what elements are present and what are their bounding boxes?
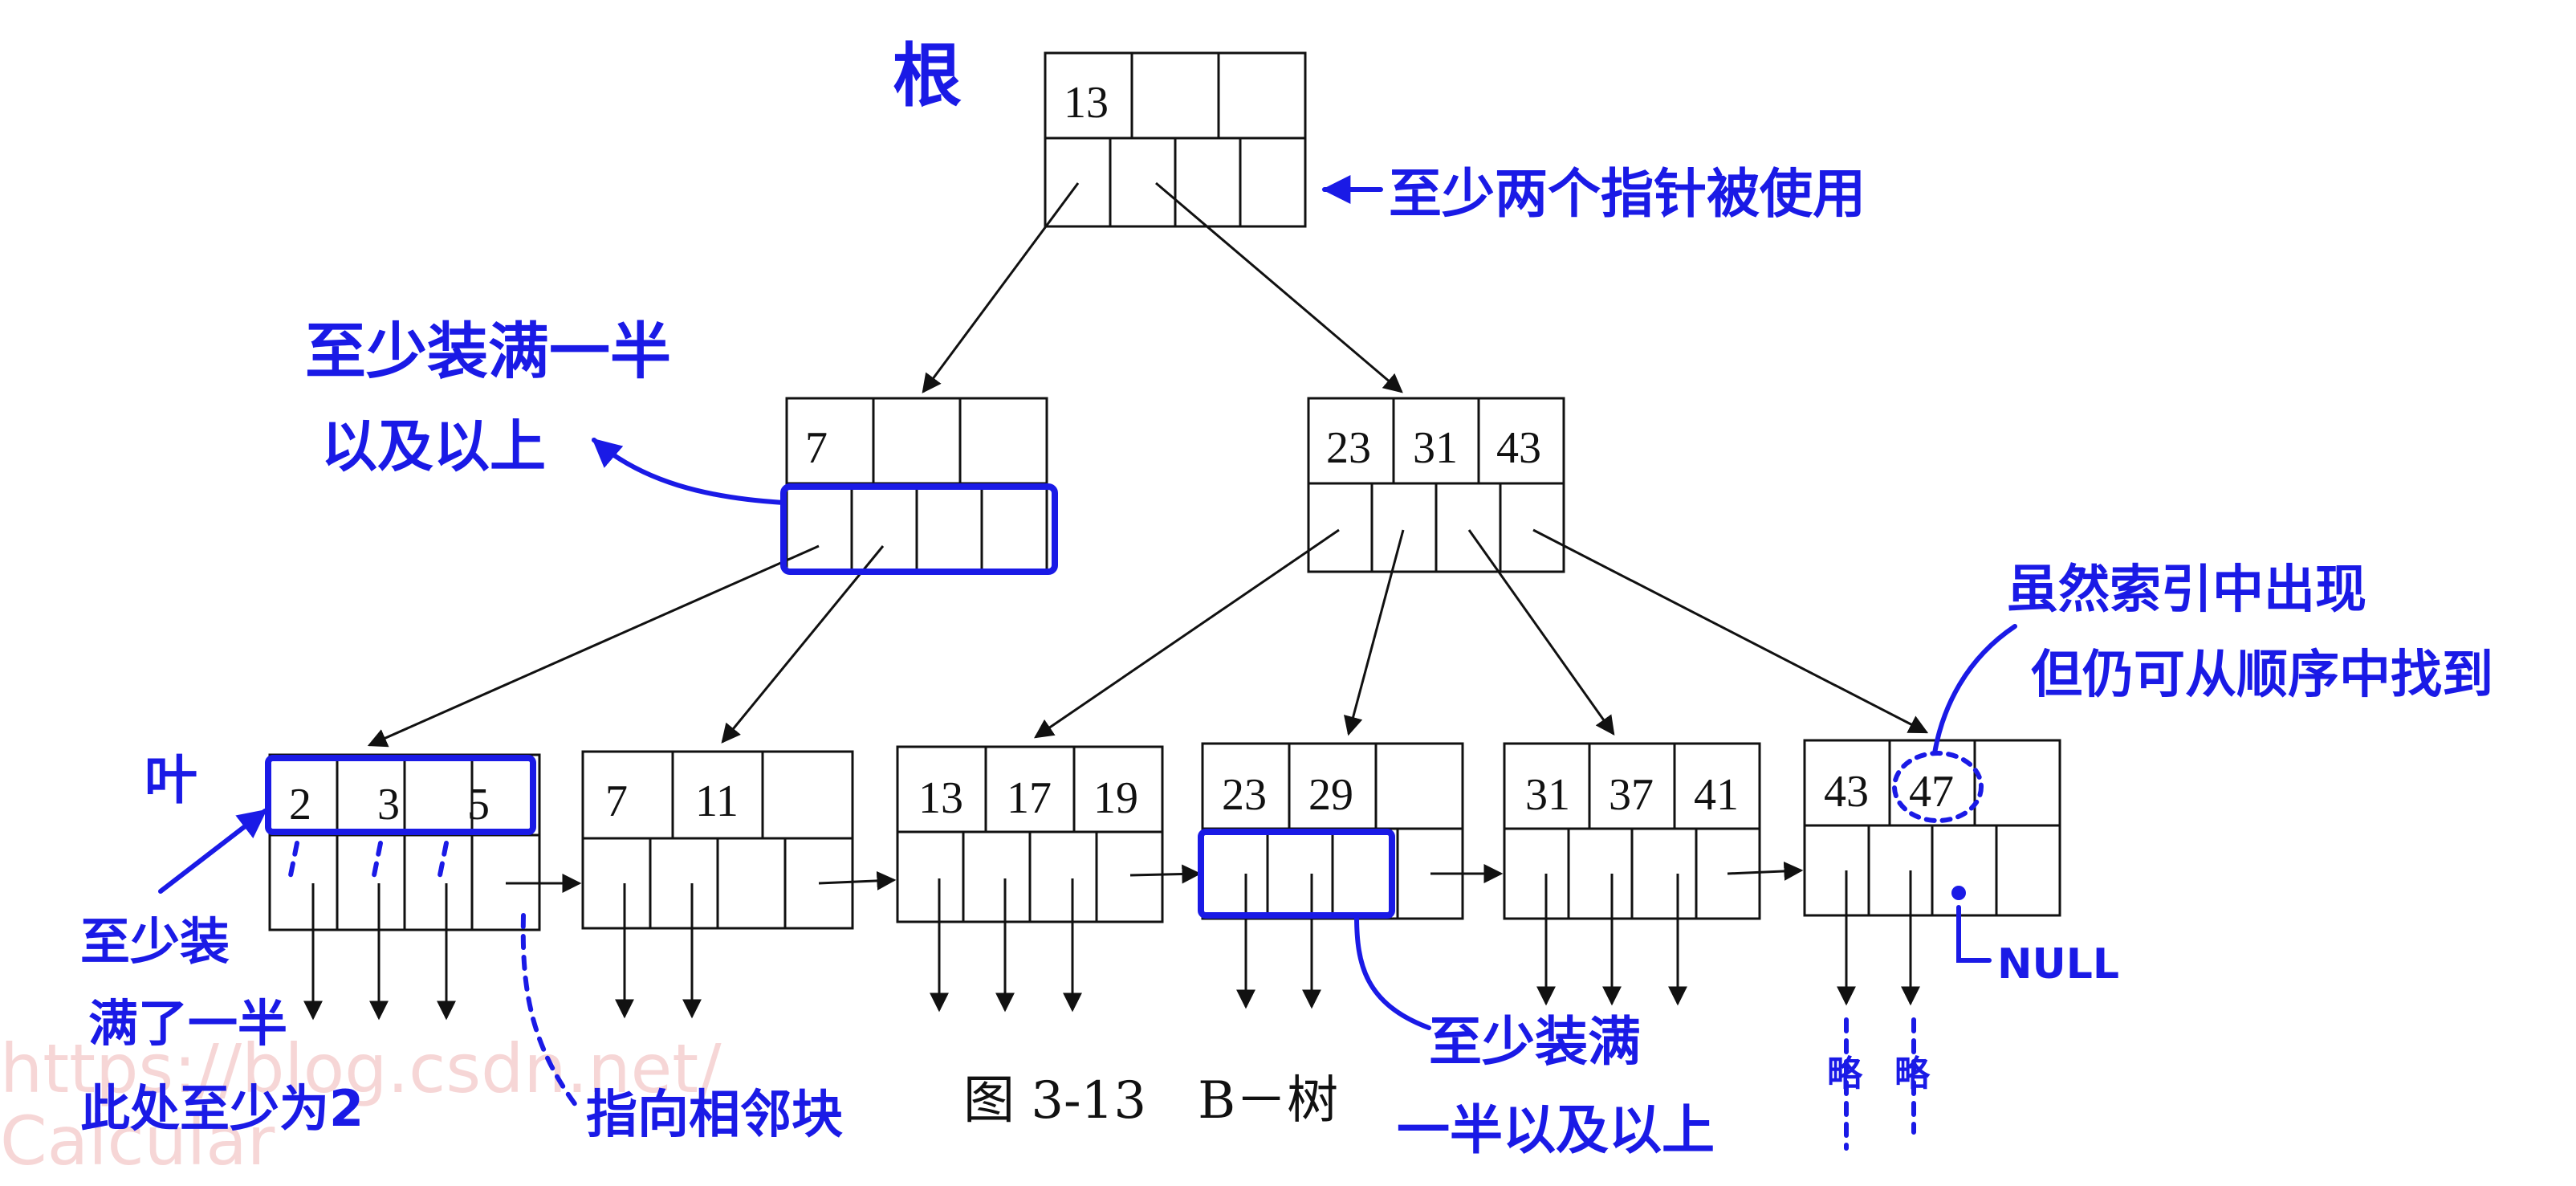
leaf1-key-1: 2: [289, 780, 311, 829]
internal-left-key-1: 7: [805, 423, 828, 473]
annotation-null: NULL: [1951, 886, 2119, 988]
leaf-note-line2: 满了一半: [88, 994, 287, 1053]
leaf-node-6: 43 47: [1803, 739, 2061, 917]
edge-right-leaf4: [1343, 529, 1405, 736]
leaf2-key-1: 7: [605, 776, 628, 826]
annotation-neighbor: 指向相邻块: [520, 913, 843, 1145]
leaf5-key-2: 37: [1609, 770, 1654, 820]
null-label: NULL: [1997, 940, 2119, 988]
leaf1-key-2: 3: [377, 780, 400, 829]
root-node: 13: [1044, 51, 1307, 228]
edge-root-left: [922, 182, 1080, 393]
internal-note-line1: 至少装满一半: [305, 316, 671, 387]
edge-right-leaf3: [1034, 528, 1340, 739]
internal-node-right: 23 31 43: [1307, 397, 1565, 573]
edge-right-leaf6: [1532, 528, 1929, 734]
leaf6-key-1: 43: [1824, 767, 1869, 817]
leaf4-key-1: 23: [1222, 770, 1267, 820]
tree-edges: [367, 181, 1929, 748]
leaf3-key-2: 17: [1007, 773, 1052, 823]
leaf5-key-1: 31: [1525, 770, 1570, 820]
annotation-index: 虽然索引中出现 但仍可从顺序中找到: [1892, 560, 2493, 823]
leaf-node-5: 31 37 41: [1503, 742, 1761, 920]
leaf-node-1: 2 3 5: [268, 753, 541, 931]
leaf2-key-2: 11: [695, 776, 739, 826]
leaf-node-2: 7 11: [581, 750, 854, 930]
leaf3-key-1: 13: [918, 773, 963, 823]
edge-root-right: [1155, 181, 1403, 393]
edge-left-leaf1: [367, 544, 820, 748]
root-key-1: 13: [1064, 78, 1109, 128]
neighbor-note: 指向相邻块: [586, 1086, 843, 1145]
root-note: 至少两个指针被使用: [1389, 163, 1866, 225]
figure-caption: 图 3-13 B－树: [963, 1071, 1338, 1131]
leaf4-key-2: 29: [1308, 770, 1353, 820]
leaf-node-4: 23 29: [1201, 742, 1464, 920]
internal-right-key-2: 31: [1413, 423, 1458, 473]
internal-node-left: 7: [785, 397, 1048, 573]
annotation-dots: 略 略: [1827, 1017, 1931, 1151]
internal-note-line2: 以及以上: [321, 414, 546, 479]
middle-note-line1: 至少装满: [1429, 1011, 1641, 1073]
root-label: 根: [893, 36, 962, 116]
edge-left-leaf2: [721, 545, 885, 744]
leaf6-key-2: 47: [1909, 767, 1954, 817]
dots-left-label: 略: [1827, 1054, 1863, 1094]
leaf-note-line3: 此处至少为2: [80, 1079, 364, 1138]
leaf-note-line1: 至少装: [80, 912, 230, 971]
watermark-name: Calcular: [0, 1102, 275, 1180]
leaf3-key-3: 19: [1093, 773, 1138, 823]
internal-right-key-3: 43: [1496, 423, 1541, 473]
sibling-pointers: [506, 861, 1804, 893]
dots-right-label: 略: [1894, 1054, 1931, 1094]
annotation-middle-leaf: 至少装满 一半以及以上: [1198, 829, 1715, 1161]
record-pointers: [303, 870, 1920, 1021]
watermark-url: https://blog.csdn.net/: [0, 1029, 722, 1108]
annotation-leaf: 叶 至少装 满了一半 此处至少为2: [80, 749, 536, 1138]
index-note-line1: 虽然索引中出现: [2007, 560, 2366, 620]
leaf-node-3: 13 17 19: [896, 745, 1164, 923]
edge-right-leaf5: [1467, 529, 1615, 736]
annotation-root: 根 至少两个指针被使用: [893, 36, 1866, 225]
leaf-label: 叶: [144, 749, 197, 811]
internal-right-key-1: 23: [1326, 423, 1371, 473]
leaf5-key-3: 41: [1694, 770, 1739, 820]
leaf1-key-3: 5: [467, 780, 490, 829]
index-note-line2: 但仍可从顺序中找到: [2031, 646, 2493, 705]
middle-note-line2: 一半以及以上: [1397, 1099, 1715, 1161]
annotation-internal: 至少装满一半 以及以上: [305, 316, 1058, 575]
